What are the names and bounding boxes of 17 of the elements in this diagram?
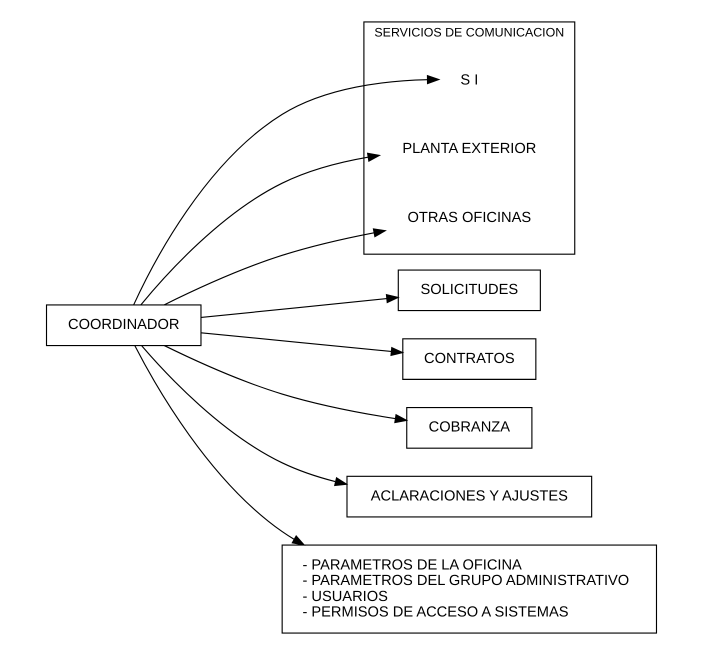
arrow (164, 345, 408, 424)
arrow (140, 152, 381, 306)
node-text: S I (460, 72, 478, 88)
node-text: OTRAS OFICINAS (406, 210, 531, 226)
arrow (163, 228, 386, 306)
arrow (140, 346, 348, 486)
node-box: SOLICITUDES (397, 269, 540, 312)
arrow (134, 345, 306, 546)
arrow (132, 74, 440, 305)
node-box: COBRANZA (406, 407, 532, 449)
node-box: CONTRATOS (402, 338, 536, 380)
node-box: - PARAMETROS DE LA OFICINA - PARAMETROS DEL GRUPO ADMINISTRATIVO - USUARIOS - PERMISOS DE ACCESO A SISTEMAS (281, 544, 657, 634)
node-box: COORDINADOR (45, 304, 202, 346)
node-text: PLANTA EXTERIOR (402, 141, 536, 158)
arrow (200, 294, 400, 318)
arrow (200, 332, 404, 356)
node-box: ACLARACIONES Y AJUSTES (346, 476, 592, 518)
